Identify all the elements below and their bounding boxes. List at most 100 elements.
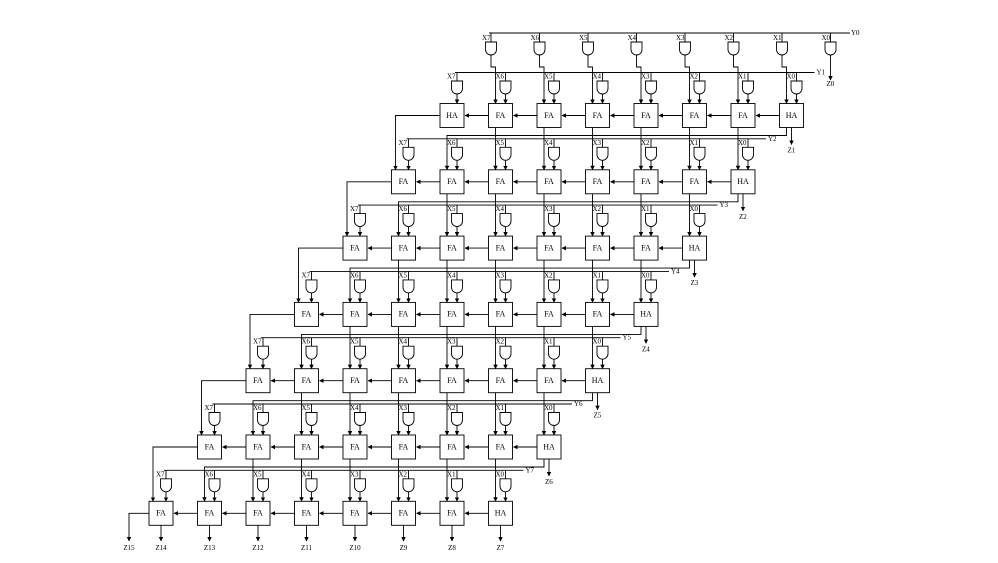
- and-gate-icon: [596, 80, 609, 95]
- x-label: X3: [641, 73, 650, 81]
- sum-wire: [541, 392, 593, 436]
- adder-label: FA: [544, 177, 554, 186]
- and-gate-icon: [499, 279, 512, 294]
- x-label: X0: [738, 139, 747, 147]
- adder-label: FA: [544, 376, 554, 385]
- and-gate-icon: [499, 146, 512, 161]
- z-output-label: Z8: [448, 544, 456, 552]
- x-label: X2: [496, 338, 505, 346]
- sum-wire: [444, 326, 496, 370]
- and-gate-icon: [257, 412, 269, 426]
- partial-product-wire: [733, 55, 741, 104]
- and-gate-icon: [354, 478, 366, 493]
- full-adder-cell: [391, 368, 416, 394]
- and-gate-icon: [679, 41, 691, 56]
- adder-label: FA: [350, 243, 360, 252]
- x-label: X4: [496, 205, 505, 213]
- z-output-label: Z6: [545, 478, 553, 486]
- and-gate-icon: [596, 213, 609, 227]
- adder-label: FA: [302, 310, 312, 319]
- adder-label: FA: [641, 177, 651, 186]
- and-gate-icon: [645, 279, 657, 294]
- x-label: X0: [690, 205, 699, 213]
- x-label: X6: [302, 338, 311, 346]
- full-adder-cell: [439, 235, 465, 261]
- x-label: X7: [205, 404, 214, 412]
- x-label: X1: [641, 205, 650, 213]
- and-gate-icon: [354, 279, 366, 294]
- and-gate-icon: [451, 345, 463, 360]
- x-label: X4: [399, 338, 408, 346]
- partial-product-wire: [636, 55, 644, 104]
- full-adder-cell: [633, 169, 659, 195]
- and-gate-icon: [596, 279, 609, 294]
- partial-product-wire: [684, 55, 692, 104]
- z-output-label: Z2: [739, 213, 747, 221]
- and-gate-icon: [402, 213, 415, 227]
- adder-label: FA: [447, 442, 457, 451]
- and-gate-icon: [776, 41, 788, 56]
- y-label: Y5: [623, 334, 632, 342]
- adder-label: FA: [253, 376, 263, 385]
- x-label: X7: [350, 205, 359, 213]
- x-label: X5: [399, 271, 408, 279]
- full-adder-cell: [488, 235, 513, 261]
- full-adder-cell: [197, 500, 222, 526]
- full-adder-cell: [633, 103, 659, 128]
- adder-label: HA: [640, 310, 652, 319]
- sum-wire: [638, 193, 690, 237]
- adder-label: FA: [399, 509, 409, 518]
- adder-label: FA: [593, 111, 603, 120]
- x-label: X4: [302, 470, 311, 478]
- and-gate-icon: [645, 80, 657, 95]
- sum-wire: [396, 459, 448, 502]
- x-label: X4: [593, 73, 602, 81]
- sum-wire: [541, 260, 593, 303]
- half-adder-cell: [682, 235, 707, 261]
- x-label: X5: [253, 470, 262, 478]
- x-label: X6: [253, 404, 262, 412]
- full-adder-cell: [391, 500, 416, 526]
- x-label: X1: [738, 73, 747, 81]
- and-gate-icon: [257, 345, 269, 360]
- x-label: X3: [350, 470, 359, 478]
- and-gate-icon: [402, 279, 415, 294]
- z-output-label: Z15: [123, 544, 135, 552]
- adder-label: FA: [447, 310, 457, 319]
- sum-wire: [250, 459, 302, 502]
- x-label: X4: [544, 139, 553, 147]
- adder-label: FA: [544, 243, 554, 252]
- adder-label: FA: [544, 310, 554, 319]
- adder-label: FA: [302, 509, 312, 518]
- sum-wire: [396, 326, 448, 370]
- half-adder-cell: [779, 103, 804, 128]
- x-label: X7: [447, 73, 456, 81]
- x-label: X0: [544, 404, 553, 412]
- sum-wire: [299, 392, 351, 436]
- and-gate-icon: [257, 478, 269, 493]
- x-label: X7: [399, 139, 408, 147]
- msb-wrap-wire: [344, 181, 392, 237]
- adder-label: FA: [593, 177, 603, 186]
- x-label: X6: [496, 73, 505, 81]
- msb-wrap-wire: [150, 446, 198, 502]
- x-label: X2: [544, 271, 553, 279]
- adder-label: FA: [447, 509, 457, 518]
- sum-wire: [347, 392, 399, 436]
- x-label: X0: [787, 73, 796, 81]
- and-gate-icon: [305, 478, 318, 493]
- full-adder-cell: [585, 235, 610, 261]
- full-adder-cell: [342, 301, 368, 327]
- and-gate-icon: [693, 146, 706, 161]
- x-label: X5: [302, 404, 311, 412]
- sum-wire: [493, 326, 545, 370]
- and-gate-icon: [548, 80, 560, 95]
- y-label-row0: Y0: [851, 29, 860, 37]
- adder-label: HA: [446, 111, 458, 120]
- full-adder-cell: [391, 301, 416, 327]
- full-adder-cell: [342, 368, 368, 394]
- x-label: X4: [628, 34, 637, 42]
- x-label: X3: [447, 338, 456, 346]
- adder-label: HA: [689, 243, 701, 252]
- x-label: X5: [350, 338, 359, 346]
